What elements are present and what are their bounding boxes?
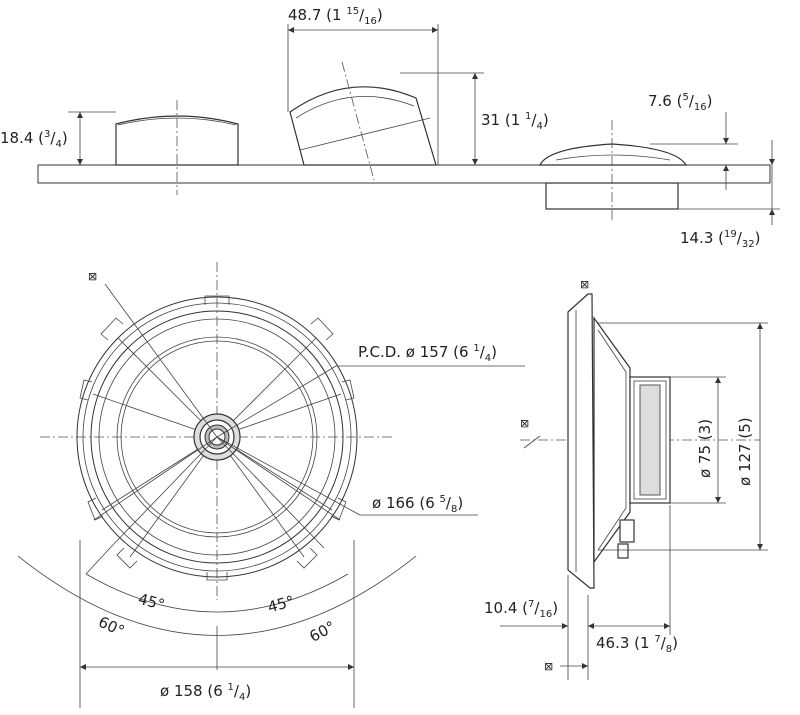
woofer-side-view: ø 75 (3) ø 127 (5) ⊠ ⊠ ⊠ 10.4 (7/16) 46.… xyxy=(484,278,768,680)
flush-depth-label: 14.3 (19/32) xyxy=(680,229,760,250)
side-top-marker: ⊠ xyxy=(580,278,589,291)
outer-diameter-label: ø 166 (6 5/8) xyxy=(372,494,463,515)
flush-height-label: 7.6 (5/16) xyxy=(648,92,713,113)
cutout-diameter-label: ø 158 (6 1/4) xyxy=(160,682,251,703)
magnet-diameter-label: ø 75 (3) xyxy=(696,419,714,478)
mounting-depth-label: 46.3 (1 7/8) xyxy=(596,634,678,655)
frame-diameter-label: ø 127 (5) xyxy=(736,417,754,486)
side-center-marker: ⊠ xyxy=(520,417,529,430)
angle-inner-right: 45° xyxy=(266,592,296,616)
bottom-marker: ⊠ xyxy=(544,660,553,673)
corner-marker: ⊠ xyxy=(88,270,97,283)
angle-outer-left: 60° xyxy=(96,613,128,641)
dome-height-label: 18.4 (3/4) xyxy=(0,129,68,150)
angled-height-label: 31 (1 1/4) xyxy=(481,111,549,132)
angle-outer-right: 60° xyxy=(306,617,338,645)
tweeter-mounting-views: 18.4 (3/4) 48.7 (1 15/16) 31 (1 1/4) 7.6… xyxy=(0,6,780,250)
pcd-label: P.C.D. ø 157 (6 1/4) xyxy=(358,343,497,364)
angle-inner-left: 45° xyxy=(136,590,166,614)
woofer-front-view: ⊠ P.C.D. ø 157 (6 1/4) ø 166 (6 5/8) 45°… xyxy=(17,262,525,708)
flange-thickness-label: 10.4 (7/16) xyxy=(484,599,558,620)
angled-width-label: 48.7 (1 15/16) xyxy=(288,6,383,27)
